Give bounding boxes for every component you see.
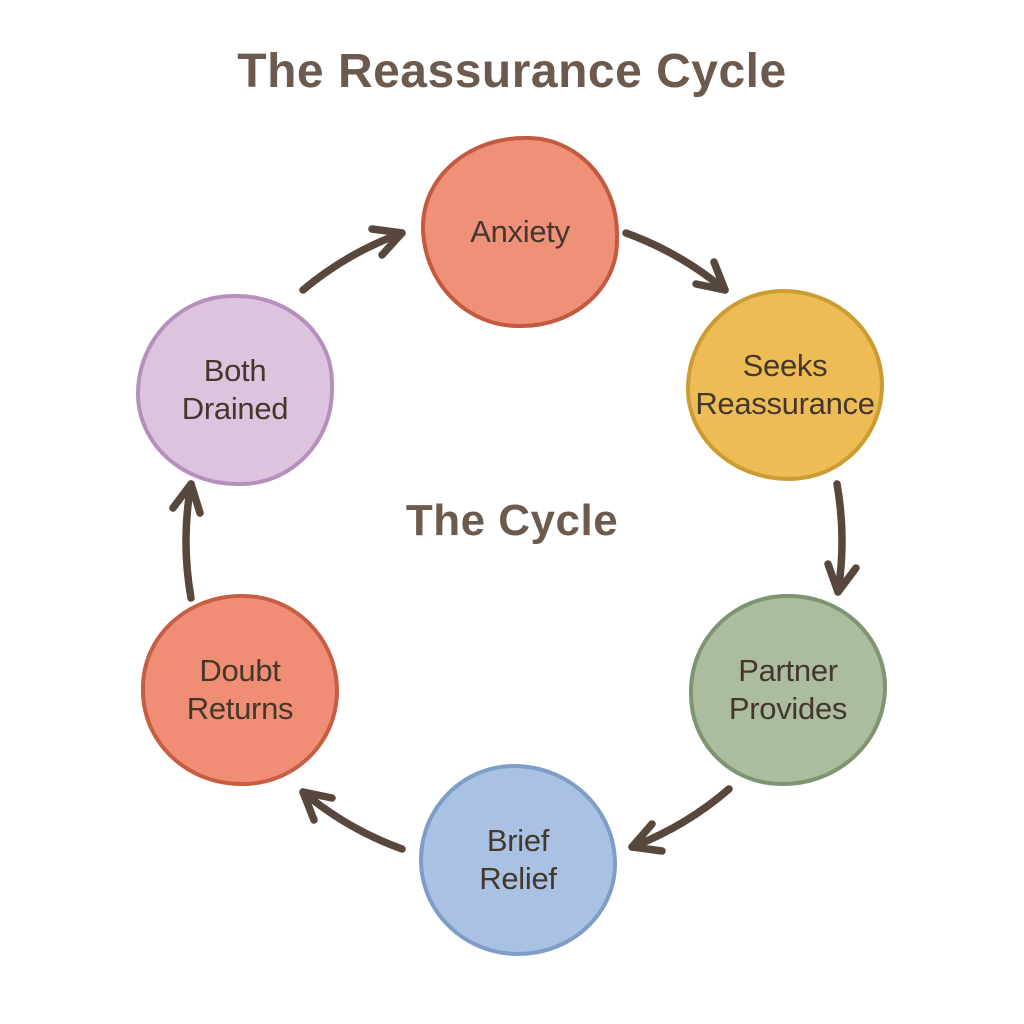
cycle-node-label: Both <box>203 353 267 389</box>
cycle-node-label: Partner <box>738 653 838 689</box>
arrow-seeks-reassurance-to-partner-provides <box>824 480 860 596</box>
cycle-node-doubt-returns: Doubt Returns <box>141 594 339 786</box>
cycle-node-label: Provides <box>728 691 848 726</box>
cycle-node-label: Anxiety <box>470 214 570 250</box>
cycle-node-label: Reassurance <box>695 386 875 421</box>
cycle-node-anxiety: Anxiety <box>421 136 619 328</box>
cycle-node-label: Doubt <box>199 653 281 689</box>
cycle-center-label: The Cycle <box>405 496 619 545</box>
arrow-doubt-returns-to-both-drained <box>169 480 204 602</box>
arrow-brief-relief-to-doubt-returns <box>299 788 406 853</box>
arrow-anxiety-to-seeks-reassurance <box>622 229 729 294</box>
cycle-node-label: Brief <box>486 823 550 859</box>
arrow-partner-provides-to-brief-relief <box>628 785 733 855</box>
arrow-both-drained-to-anxiety <box>299 225 406 294</box>
cycle-node-label: Seeks <box>742 348 828 384</box>
cycle-node-label: Drained <box>181 391 289 426</box>
cycle-node-seeks-reassurance: Seeks Reassurance <box>686 289 884 481</box>
cycle-node-both-drained: Both Drained <box>136 294 334 486</box>
diagram-title: The Reassurance Cycle <box>237 45 787 98</box>
cycle-node-label: Relief <box>479 861 557 896</box>
cycle-node-partner-provides: Partner Provides <box>689 594 887 786</box>
cycle-node-label: Returns <box>186 691 294 726</box>
cycle-node-brief-relief: Brief Relief <box>419 764 617 956</box>
